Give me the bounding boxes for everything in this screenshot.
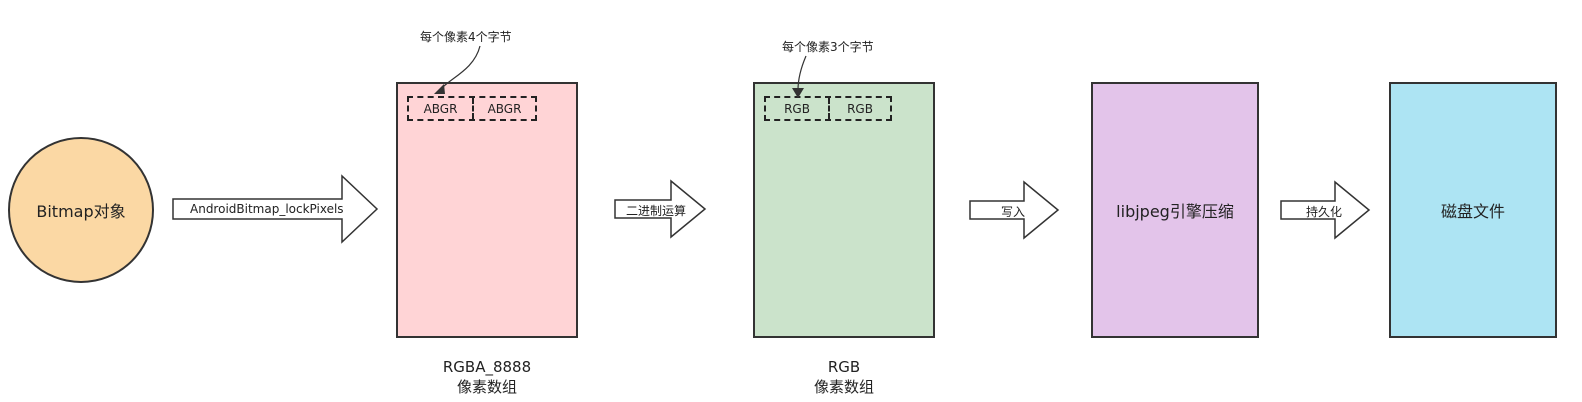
lock-pixels-label: AndroidBitmap_lockPixels	[190, 202, 344, 216]
libjpeg-compress-box: libjpeg引擎压缩	[1091, 82, 1259, 338]
rgba-caption-line2: 像素数组	[456, 378, 517, 396]
arrow-shape	[969, 180, 1060, 240]
lock-pixels-arrow: AndroidBitmap_lockPixels	[172, 174, 379, 244]
binary-op-label: 二进制运算	[626, 204, 687, 218]
rgb-caption-line2: 像素数组	[813, 378, 874, 396]
abgr-cell: ABGR	[423, 101, 458, 116]
rgb-cell: RGB	[828, 98, 890, 119]
rgba-pixel-array-box	[396, 82, 578, 338]
arrow-shape	[1280, 180, 1371, 240]
rgba-caption-line1: RGBA_8888	[442, 358, 532, 376]
rgba-bytes-note: 每个像素4个字节	[420, 30, 512, 44]
write-arrow: 写入	[969, 180, 1060, 240]
disk-file-box: 磁盘文件	[1389, 82, 1557, 338]
binary-op-arrow: 二进制运算	[614, 179, 707, 239]
rgb-bytes-note: 每个像素3个字节	[782, 40, 874, 54]
rgb-pixel-array-box	[753, 82, 935, 338]
rgb-note-pointer	[792, 55, 807, 98]
rgb-caption-line1: RGB	[827, 358, 861, 376]
rgba-caption: RGBA_8888 像素数组	[402, 357, 572, 397]
bitmap-object-label: Bitmap对象	[36, 202, 126, 221]
rgb-pixel-cells: RGB RGB	[764, 96, 892, 121]
arrow-shape	[172, 174, 379, 244]
rgb-cell: RGB	[784, 101, 810, 116]
persist-arrow: 持久化	[1280, 180, 1371, 240]
disk-file-label: 磁盘文件	[1440, 202, 1505, 221]
rgba-note-pointer	[434, 45, 481, 94]
libjpeg-compress-label: libjpeg引擎压缩	[1116, 202, 1234, 221]
abgr-cell: ABGR	[472, 98, 535, 119]
rgba-pixel-cells: ABGR ABGR	[407, 96, 537, 121]
arrow-shape	[614, 179, 707, 239]
persist-label: 持久化	[1306, 205, 1343, 219]
rgb-caption: RGB 像素数组	[759, 357, 929, 397]
bitmap-object-node: Bitmap对象	[8, 137, 154, 283]
write-label: 写入	[1001, 205, 1026, 219]
